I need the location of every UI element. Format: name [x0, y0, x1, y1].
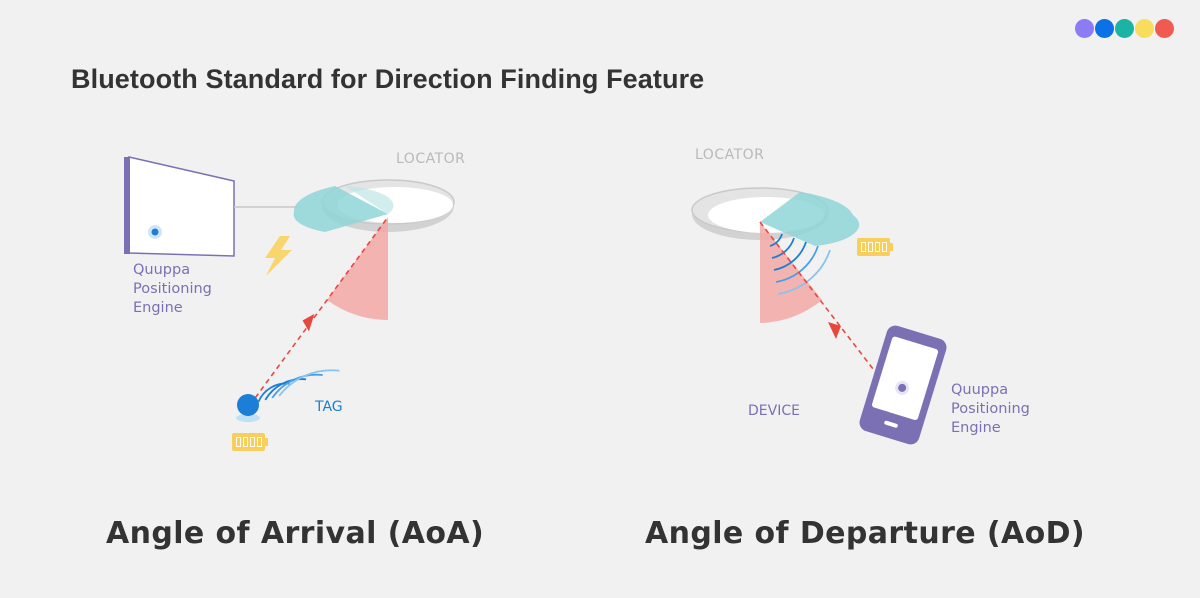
- aod-engine-label-line: Positioning: [951, 401, 1030, 417]
- brand-dot: [1135, 19, 1154, 38]
- aoa-battery-icon: [232, 433, 268, 451]
- aoa-signal-waves: [257, 369, 340, 403]
- aod-diagram: [691, 187, 947, 445]
- aod-caption: Angle of Departure (AoD): [645, 516, 1086, 551]
- aoa-engine-label: Quuppa Positioning Engine: [133, 261, 253, 318]
- aod-angle-wedge: [760, 222, 822, 323]
- brand-dot: [1155, 19, 1174, 38]
- page-title: Bluetooth Standard for Direction Finding…: [71, 64, 705, 94]
- lightning-icon: [265, 236, 292, 276]
- aoa-engine-label-line: Engine: [133, 300, 183, 316]
- aoa-diagram: [124, 156, 455, 451]
- aod-signal-path: [759, 221, 881, 379]
- aoa-caption: Angle of Arrival (AoA): [106, 516, 485, 551]
- aod-beam: [760, 192, 860, 246]
- device-label: DEVICE: [748, 403, 800, 419]
- aoa-beam: [293, 186, 388, 232]
- phone-icon: [859, 325, 947, 445]
- aoa-arrow-head: [302, 313, 315, 332]
- aod-arrow-head: [828, 322, 841, 339]
- brand-dot: [1075, 19, 1094, 38]
- brand-dot: [1095, 19, 1114, 38]
- aod-battery-icon: [857, 238, 893, 256]
- aod-engine-label-line: Quuppa: [951, 382, 1009, 398]
- aoa-engine-screen: [124, 156, 235, 257]
- aoa-locator-label: LOCATOR: [396, 151, 466, 167]
- aoa-engine-label-line: Positioning: [133, 281, 212, 297]
- brand-dot: [1115, 19, 1134, 38]
- tag-label: TAG: [315, 399, 343, 415]
- aoa-engine-label-line: Quuppa: [133, 262, 191, 278]
- aod-engine-label: Quuppa Positioning Engine: [951, 381, 1071, 438]
- aod-signal-waves: [769, 233, 831, 295]
- aoa-beam-highlight: [345, 186, 394, 214]
- aod-engine-label-line: Engine: [951, 420, 1001, 436]
- aoa-signal-path: [249, 216, 389, 406]
- aoa-tag: [236, 394, 260, 422]
- aod-locator-label: LOCATOR: [695, 147, 765, 163]
- aoa-angle-wedge: [327, 217, 388, 320]
